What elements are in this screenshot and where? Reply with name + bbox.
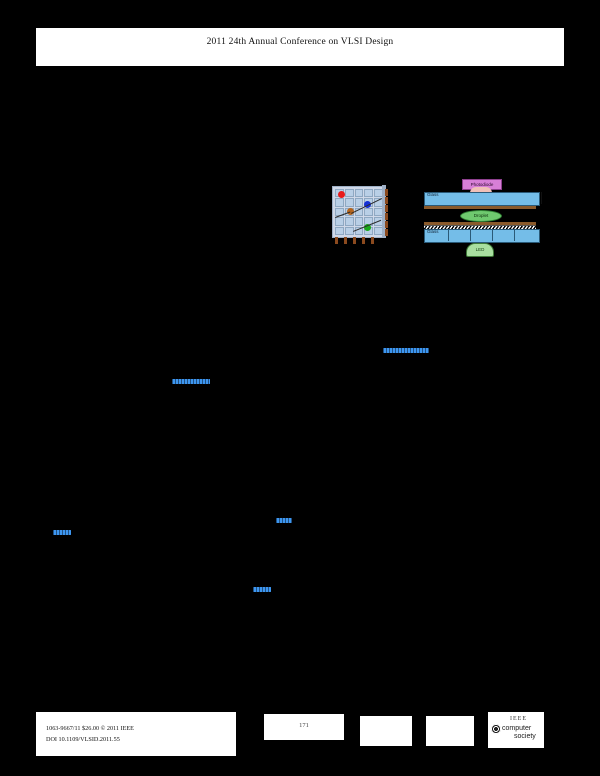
ito-electrode-bottom: [424, 222, 536, 225]
figure-cross-section: Photodiode Glass Droplet Glass LED: [424, 178, 544, 266]
contact-pin: [371, 237, 374, 244]
electrode-cell: [354, 198, 364, 207]
electrode-cell: [354, 217, 364, 226]
logo-word-society: society: [514, 733, 536, 740]
electrode-cell: [344, 198, 354, 207]
electrode-divider: [448, 229, 449, 241]
green-droplet: [364, 224, 371, 231]
text-highlight[interactable]: [383, 348, 429, 353]
copyright-line-1: 1063-9667/11 $26.00 © 2011 IEEE: [46, 725, 134, 732]
contact-pin: [353, 237, 356, 244]
contact-pin: [385, 229, 388, 236]
conference-title: 2011 24th Annual Conference on VLSI Desi…: [206, 37, 394, 47]
ieee-seal-icon: [491, 724, 501, 734]
contact-pin: [385, 189, 388, 196]
electrode-cell: [354, 189, 364, 198]
text-highlight[interactable]: [53, 530, 71, 535]
droplet-label: Droplet: [460, 210, 502, 222]
electrode-divider: [514, 229, 515, 241]
footer-blank-box: [360, 716, 412, 746]
page-number: 171: [299, 722, 309, 729]
contact-pin: [385, 197, 388, 204]
ito-electrode-top: [424, 206, 536, 209]
grid-side-wall: [382, 185, 386, 237]
thickness-arrow: [541, 192, 542, 204]
glass-top-layer: Glass: [424, 192, 540, 206]
electrode-cell: [344, 217, 354, 226]
ieee-computer-society-logo: IEEE computer society: [488, 712, 544, 748]
glass-bottom-layer: Glass: [424, 229, 540, 243]
logo-word-computer: computer: [502, 725, 532, 732]
footer-page-number-box: 171: [264, 714, 344, 740]
contact-pin: [385, 221, 388, 228]
contact-pin: [344, 237, 347, 244]
footer-copyright-box: 1063-9667/11 $26.00 © 2011 IEEE DOI 10.1…: [36, 712, 236, 756]
electrode-cell: [335, 217, 344, 226]
electrode-divider: [492, 229, 493, 241]
text-highlight[interactable]: [276, 518, 292, 523]
red-droplet: [338, 191, 345, 198]
orange-droplet: [347, 208, 354, 215]
grid-frame: [332, 186, 386, 238]
contact-pin: [362, 237, 365, 244]
electrode-cell: [335, 198, 344, 207]
contact-pin: [385, 213, 388, 220]
page-header: 2011 24th Annual Conference on VLSI Desi…: [36, 28, 564, 66]
contact-pin: [385, 205, 388, 212]
electrode-cell: [344, 189, 354, 198]
electrode-cell: [364, 189, 374, 198]
contact-pin: [335, 237, 338, 244]
doi-line: DOI 10.1109/VLSID.2011.55: [46, 736, 120, 743]
led-label: LED: [466, 243, 494, 257]
electrode-cell: [364, 207, 374, 217]
text-highlight[interactable]: [172, 379, 210, 384]
electrode-cell: [335, 226, 344, 235]
photodiode-dome: [470, 187, 492, 193]
text-highlight[interactable]: [253, 587, 271, 592]
ieee-text: IEEE: [510, 716, 527, 722]
footer-blank-box: [426, 716, 474, 746]
figure-electrode-array: [332, 185, 394, 244]
electrode-divider: [470, 229, 471, 241]
